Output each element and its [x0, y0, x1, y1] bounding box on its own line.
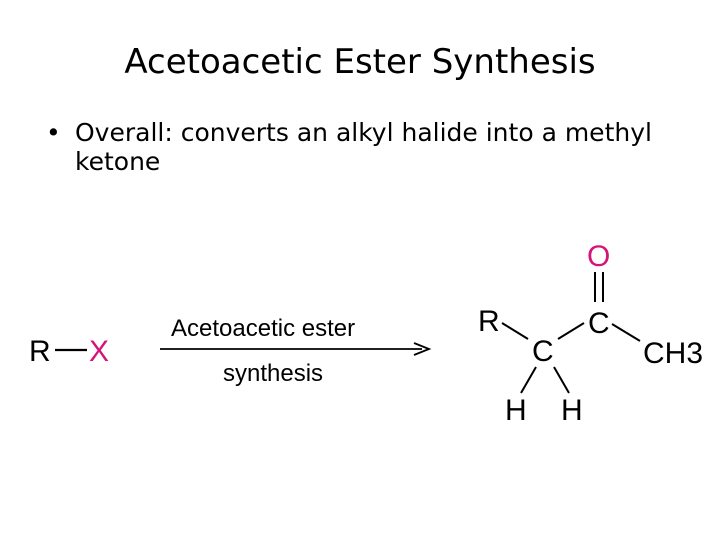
alpha-h-right-bond — [553, 366, 570, 394]
reactant-x-label: X — [89, 335, 109, 368]
methyl-subscript-text: 3 — [686, 337, 703, 370]
arrow-head — [413, 342, 432, 356]
alpha-to-carbonyl-bond — [557, 322, 585, 340]
reactant-r-label: R — [29, 335, 51, 368]
product-h-left: H — [505, 394, 527, 427]
arrow-label-bottom: synthesis — [223, 360, 323, 387]
methyl-ch-text: CH — [643, 337, 686, 370]
product-methyl-ketone: O C R C CH3 H H — [478, 240, 703, 427]
product-carbonyl-carbon: C — [588, 307, 610, 340]
product-alpha-carbon: C — [532, 335, 554, 368]
r-to-alpha-bond — [501, 322, 529, 340]
bullet-item: • Overall: converts an alkyl halide into… — [46, 118, 686, 176]
bullet-marker: • — [46, 118, 61, 147]
reactant: R X — [29, 335, 109, 368]
slide-title: Acetoacetic Ester Synthesis — [124, 42, 596, 82]
bullet-text: Overall: converts an alkyl halide into a… — [75, 118, 652, 176]
product-r-label: R — [478, 305, 500, 338]
product-methyl-group: CH3 — [643, 337, 703, 370]
reaction-arrow: Acetoacetic ester synthesis — [160, 315, 432, 387]
product-oxygen-label: O — [587, 240, 610, 273]
product-h-right: H — [561, 394, 583, 427]
arrow-label-top: Acetoacetic ester — [171, 315, 355, 342]
carbonyl-to-methyl-bond — [611, 323, 641, 342]
alpha-h-left-bond — [520, 366, 537, 394]
